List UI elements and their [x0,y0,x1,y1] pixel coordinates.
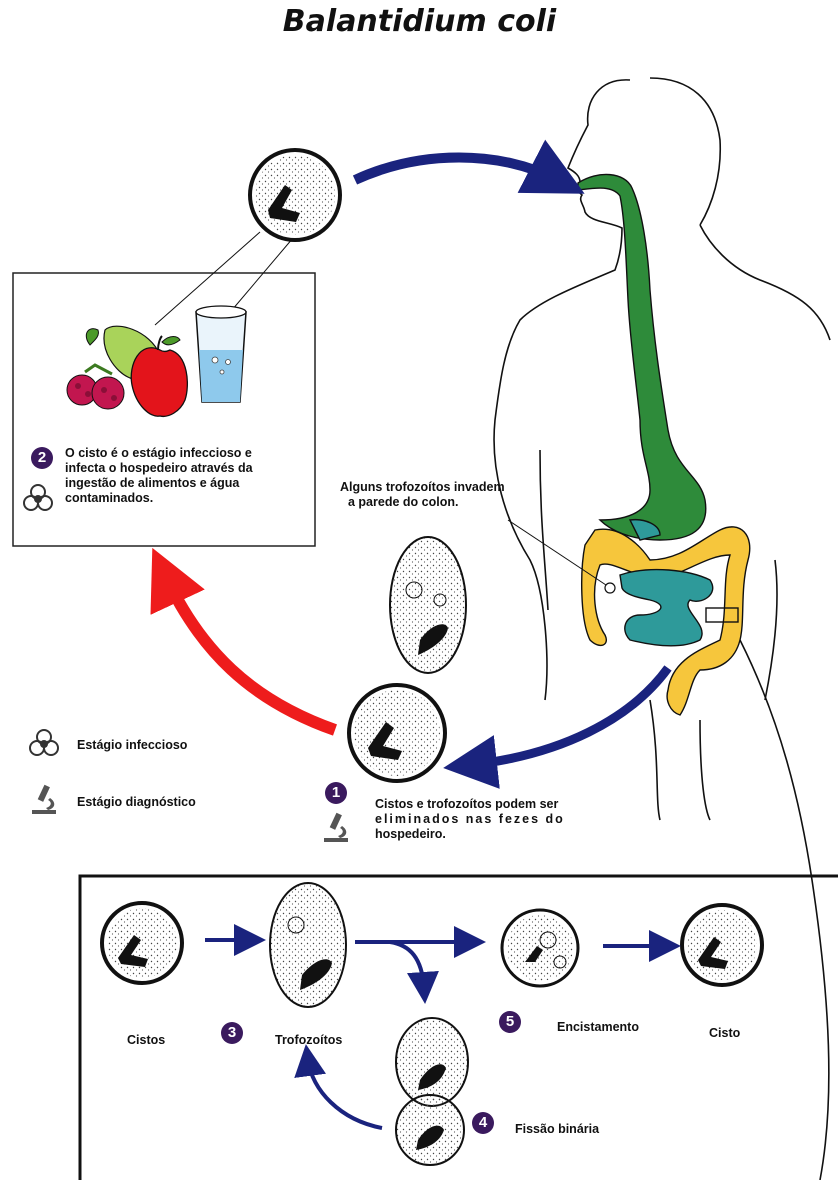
cyst-icon [102,903,182,983]
trophozoite-icon [390,537,466,673]
step-1-line: hospedeiro. [375,827,595,842]
cyst-icon [349,685,445,781]
biohazard-icon [30,730,58,755]
legend-diagnostic: Estágio diagnóstico [77,795,196,810]
step-1-line: Cistos e trofozoítos podem ser [375,797,595,812]
arrow-ingestion [355,158,558,181]
step-2-text: O cisto é o estágio infeccioso e infecta… [65,446,305,506]
label-trophozoites: Trofozoítos [275,1033,342,1048]
biohazard-icon [24,485,52,510]
digestive-tract [578,174,750,715]
arrow-excretion [470,668,668,765]
step-1-line: eliminados nas fezes do [375,812,595,827]
water-glass-icon [196,306,246,402]
cyst-icon [502,910,578,986]
label-cysts: Cistos [127,1033,165,1048]
step-2-line: ingestão de alimentos e água [65,476,305,491]
step-2-line: contaminados. [65,491,305,506]
cyst-icon [682,905,762,985]
colon-note-line: Alguns trofozoítos invadem [340,480,540,495]
label-encystment: Encistamento [557,1020,639,1035]
label-cyst: Cisto [709,1026,740,1041]
step-5-badge: 5 [499,1011,521,1033]
microscope-icon [32,785,56,814]
label-binary-fission: Fissão binária [515,1122,599,1137]
legend-infective: Estágio infeccioso [77,738,187,753]
cyst-icon [250,150,340,240]
colon-note: Alguns trofozoítos invadem a parede do c… [340,480,540,510]
colon-note-line: a parede do colon. [340,495,540,510]
step-4-badge: 4 [472,1112,494,1134]
microscope-icon [324,813,348,842]
arrow-environment [165,575,335,730]
step-2-line: infecta o hospedeiro através da [65,461,305,476]
raspberry-icon [67,365,124,409]
step-1-text: Cistos e trofozoítos podem ser eliminado… [375,797,595,842]
step-2-badge: 2 [31,447,53,469]
trophozoite-icon [270,883,346,1007]
step-2-line: O cisto é o estágio infeccioso e [65,446,305,461]
step-3-badge: 3 [221,1022,243,1044]
step-1-badge: 1 [325,782,347,804]
trophozoite-icon [396,1018,468,1165]
